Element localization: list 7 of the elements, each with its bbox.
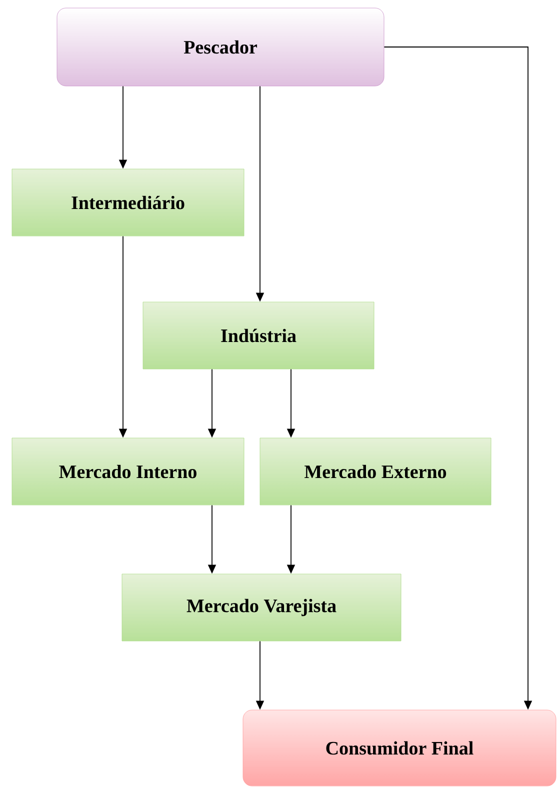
process-box: Mercado Externo [260, 438, 492, 506]
process-box: Intermediário [12, 168, 244, 236]
process-box: Mercado Interno [12, 438, 244, 506]
process-box: Mercado Varejista [122, 574, 402, 642]
rounded-box: Consumidor Final [242, 710, 556, 786]
process-box: Indústria [142, 302, 374, 370]
rounded-box: Pescador [56, 8, 384, 86]
